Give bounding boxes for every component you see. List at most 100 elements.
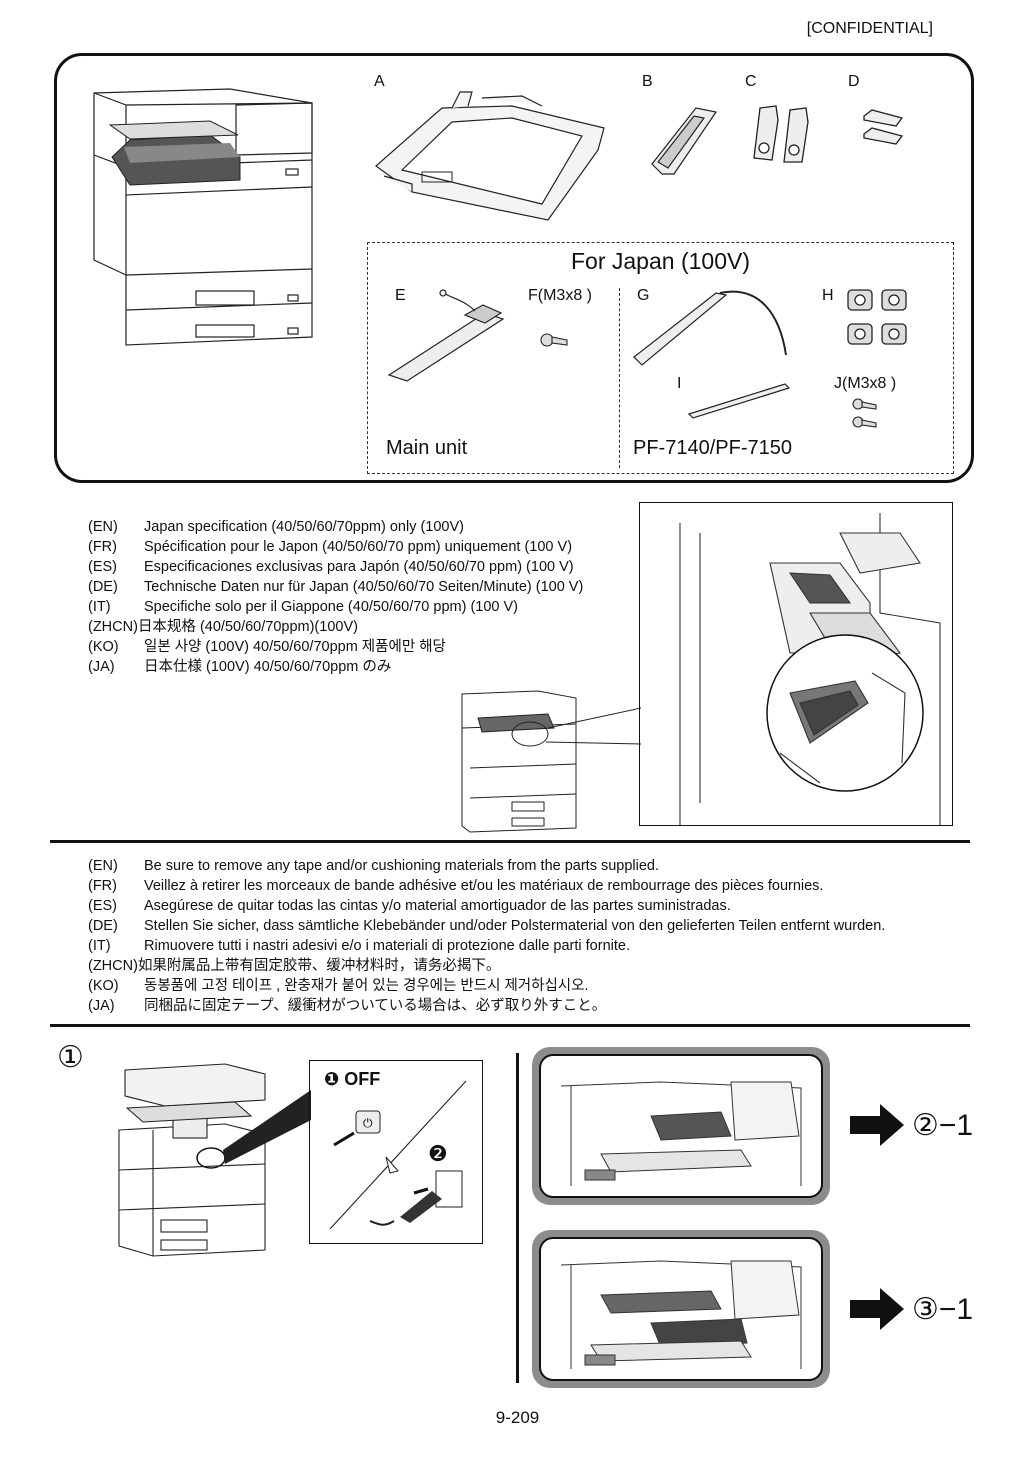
clips-part-c — [753, 105, 809, 163]
part-label-c: C — [745, 73, 757, 90]
strip-part-i — [687, 383, 791, 419]
main-unit-label: Main unit — [386, 437, 468, 459]
lang-code: (DE) — [88, 579, 118, 595]
part-label-e: E — [395, 287, 406, 304]
note-row: (FR) Veillez à retirer les morceaux de ba… — [88, 876, 968, 896]
section-divider — [50, 840, 970, 843]
note-text: 日本规格 (40/50/60/70ppm)(100V) — [137, 619, 358, 635]
note-text: Be sure to remove any tape and/or cushio… — [144, 858, 660, 874]
option-a-illustration — [539, 1054, 823, 1198]
section-divider — [50, 1024, 970, 1027]
power-off-instruction-panel: ❶ OFF ❷ ⏻ — [309, 1060, 483, 1244]
lang-code: (FR) — [88, 878, 117, 894]
power-switch-diagram: ⏻ — [329, 1080, 467, 1230]
note-text: Specifiche solo per il Giappone (40/50/6… — [144, 599, 518, 615]
note-row: (IT) Rimuovere tutti i nastri adesivi e/o… — [88, 936, 968, 956]
power-off-label: OFF — [344, 1069, 381, 1089]
note-row: (EN) Be sure to remove any tape and/or cu… — [88, 856, 968, 876]
screw-part-f — [540, 333, 568, 347]
arrow-right-icon — [850, 1104, 904, 1146]
lang-code: (ZHCN) — [88, 958, 138, 974]
note-row: (ES) Asegúrese de quitar todas las cintas… — [88, 896, 968, 916]
power-off-heading: ❶ OFF — [324, 1069, 380, 1090]
note-text: Rimuovere tutti i nastri adesivi e/o i m… — [144, 938, 630, 954]
part-label-b: B — [642, 73, 653, 90]
lang-code: (JA) — [88, 998, 115, 1014]
note-text: 日本仕様 (100V) 40/50/60/70ppm のみ — [144, 659, 392, 675]
remove-tape-notes: (EN) Be sure to remove any tape and/or cu… — [88, 856, 968, 1016]
note-text: Japan specification (40/50/60/70ppm) onl… — [144, 519, 464, 535]
japan-parts-title: For Japan (100V) — [571, 248, 750, 274]
parts-list-panel — [54, 53, 974, 483]
arrow-right-icon — [850, 1288, 904, 1330]
guide-part-g — [633, 290, 787, 366]
step-divider — [516, 1053, 519, 1383]
lang-code: (ZHCN) — [88, 619, 138, 635]
note-row: (DE) Stellen Sie sicher, dass sämtliche K… — [88, 916, 968, 936]
option-b-panel — [532, 1230, 830, 1388]
note-text: 일본 사양 (100V) 40/50/60/70ppm 제품에만 해당 — [144, 639, 446, 655]
goto-step-2-1: ②−1 — [912, 1109, 974, 1142]
note-text: 同梱品に固定テープ、緩衝材がついている場合は、必ず取り外すこと。 — [144, 998, 607, 1014]
note-text: Especificaciones exclusivas para Japón (… — [144, 559, 574, 575]
japan-spec-notes: (EN) Japan specification (40/50/60/70ppm)… — [88, 517, 633, 677]
goto-step-3-1: ③−1 — [912, 1293, 974, 1326]
note-row: (ZHCN)日本规格 (40/50/60/70ppm)(100V) — [88, 617, 633, 637]
step-number: ① — [57, 1041, 84, 1074]
part-label-h: H — [822, 287, 834, 304]
lang-code: (ES) — [88, 898, 117, 914]
part-label-j: J(M3x8 ) — [834, 375, 897, 392]
lang-code: (JA) — [88, 659, 115, 675]
note-row: (ES) Especificaciones exclusivas para Jap… — [88, 557, 633, 577]
lang-code: (DE) — [88, 918, 118, 934]
printer-illustration — [93, 88, 313, 346]
part-label-a: A — [374, 73, 385, 90]
power-button-icon — [355, 1110, 381, 1134]
note-row: (EN) Japan specification (40/50/60/70ppm)… — [88, 517, 633, 537]
note-row: (IT) Specifiche solo per il Giappone (40/… — [88, 597, 633, 617]
note-text: Asegúrese de quitar todas las cintas y/o… — [144, 898, 731, 914]
note-row: (JA) 同梱品に固定テープ、緩衝材がついている場合は、必ず取り外すこと。 — [88, 996, 968, 1016]
part-label-d: D — [848, 73, 860, 90]
bracket-part-e — [387, 289, 505, 382]
printer-power-illustration — [118, 1063, 311, 1257]
lang-code: (FR) — [88, 539, 117, 555]
note-row: (ZHCN)如果附属品上带有固定胶带、缓冲材料时，请务必揭下。 — [88, 956, 968, 976]
option-b-illustration — [539, 1237, 823, 1381]
bracket-part-b — [651, 107, 718, 175]
note-text: 如果附属品上带有固定胶带、缓冲材料时，请务必揭下。 — [137, 958, 501, 974]
lang-code: (ES) — [88, 559, 117, 575]
note-text: 동봉품에 고정 테이프 , 완충재가 붙어 있는 경우에는 반드시 제거하십시오… — [144, 978, 589, 994]
note-text: Technische Daten nur für Japan (40/50/60… — [144, 579, 584, 595]
lang-code: (KO) — [88, 639, 119, 655]
svg-text:⏻: ⏻ — [363, 1116, 373, 1130]
note-text: Stellen Sie sicher, dass sämtliche Klebe… — [144, 918, 886, 934]
japan-parts-divider — [619, 288, 620, 468]
printer-callout-illustration — [461, 690, 642, 833]
note-row: (KO) 동봉품에 고정 테이프 , 완충재가 붙어 있는 경우에는 반드시 제거… — [88, 976, 968, 996]
part-label-i: I — [677, 375, 682, 392]
note-row: (JA) 日本仕様 (100V) 40/50/60/70ppm のみ — [88, 657, 633, 677]
note-text: Spécification pour le Japon (40/50/60/70… — [144, 539, 573, 555]
page-number: 9-209 — [495, 1408, 540, 1427]
japan-only-parts-group — [367, 242, 954, 474]
lang-code: (IT) — [88, 938, 111, 954]
output-tray-part-a — [375, 91, 605, 221]
step-bullet-1: ❶ — [324, 1069, 340, 1089]
feet-part-h — [847, 289, 907, 345]
part-label-f: F(M3x8 ) — [528, 287, 592, 304]
confidential-label: [CONFIDENTIAL] — [806, 20, 933, 37]
lang-code: (IT) — [88, 599, 111, 615]
lang-code: (EN) — [88, 519, 118, 535]
paper-feeder-model-label: PF-7140/PF-7150 — [633, 437, 792, 459]
detail-zoom-illustration — [679, 513, 941, 825]
option-a-panel — [532, 1047, 830, 1205]
detail-zoom-panel — [639, 502, 953, 826]
note-text: Veillez à retirer les morceaux de bande … — [144, 878, 824, 894]
screws-part-j — [852, 398, 877, 428]
part-label-g: G — [637, 287, 650, 304]
pads-part-d — [863, 109, 904, 145]
lang-code: (EN) — [88, 858, 118, 874]
step-bullet-2: ❷ — [428, 1141, 448, 1166]
lang-code: (KO) — [88, 978, 119, 994]
